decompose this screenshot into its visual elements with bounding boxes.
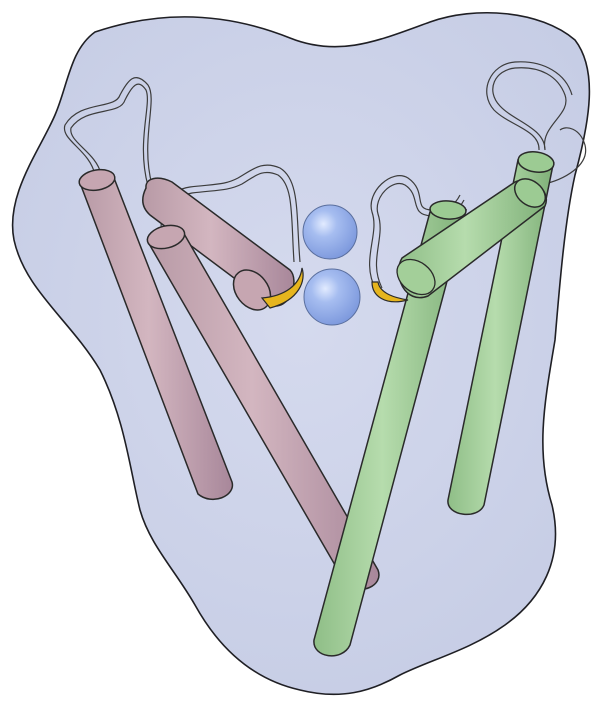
ion-lower	[304, 269, 360, 325]
ion-upper	[303, 205, 357, 259]
